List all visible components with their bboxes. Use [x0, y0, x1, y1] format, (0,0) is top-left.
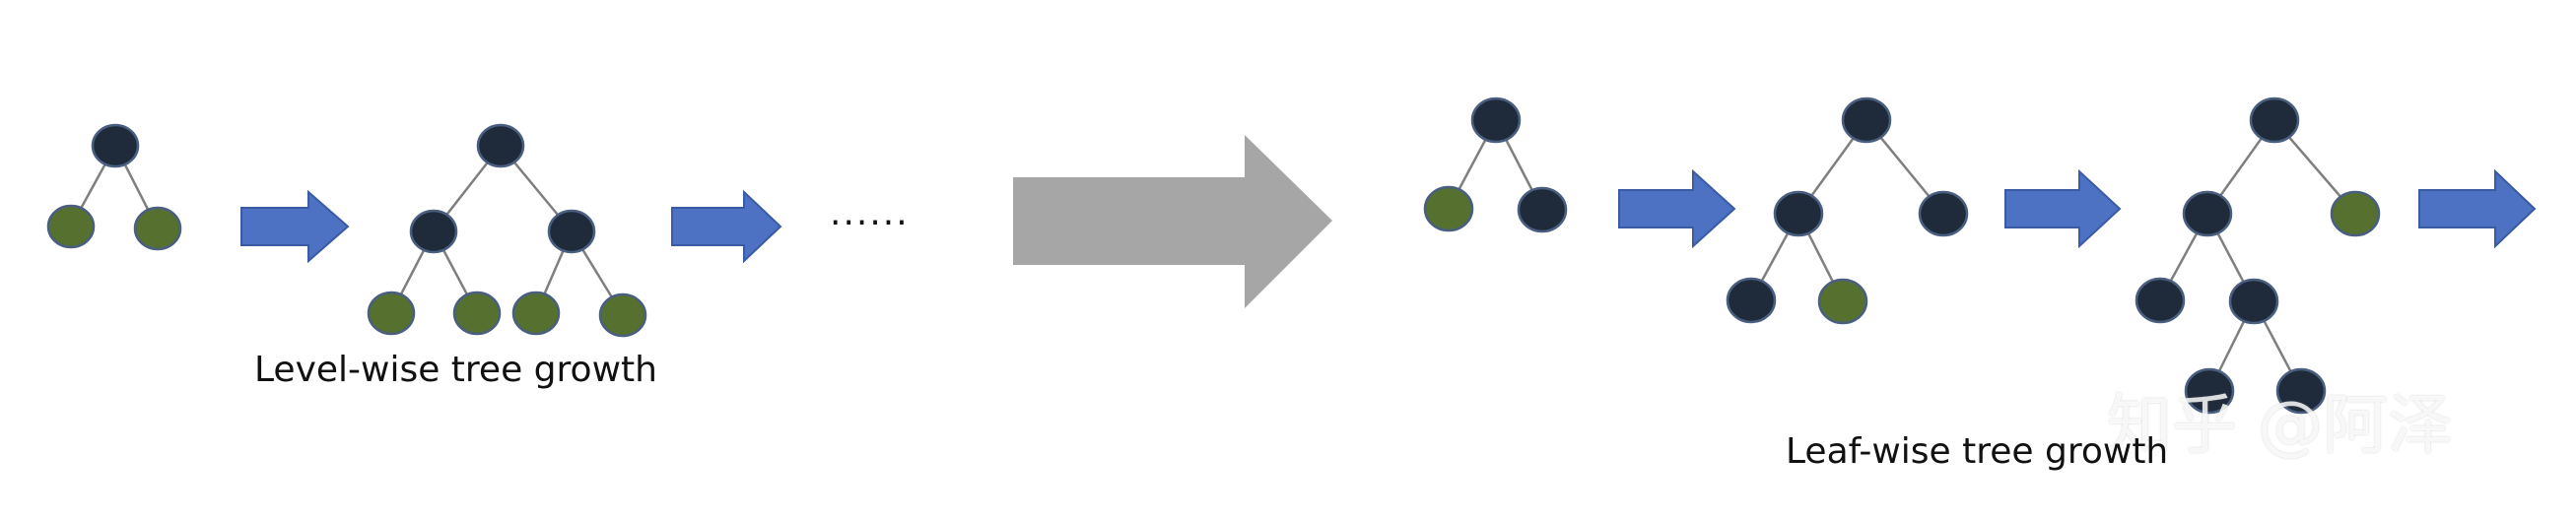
small-right-arrow: [2004, 168, 2122, 249]
leaf-wise-tree-3: [2135, 97, 2381, 415]
tree-node-dark: [409, 209, 458, 254]
tree-node-dark: [1841, 97, 1892, 144]
tree-node-dark: [2275, 367, 2327, 415]
small-right-arrow: [671, 189, 782, 264]
small-right-arrow: [240, 189, 350, 264]
tree-node-dark: [1773, 190, 1824, 237]
tree-node-dark: [476, 123, 525, 168]
zhihu-watermark: 知乎 @阿泽: [2107, 387, 2453, 463]
tree-node-dark: [2135, 277, 2186, 324]
level-wise-caption: Level-wise tree growth: [254, 350, 657, 390]
big-right-arrow: [1013, 135, 1332, 308]
tree-node-green: [1817, 278, 1868, 325]
level-wise-tree-2: [367, 123, 647, 338]
tree-node-green: [46, 204, 96, 249]
tree-node-dark: [1470, 97, 1522, 144]
tree-node-green: [133, 206, 182, 251]
small-right-arrow: [1618, 168, 1736, 249]
tree-node-dark: [547, 209, 596, 254]
tree-node-green: [598, 292, 647, 338]
tree-node-dark: [2228, 278, 2279, 325]
small-right-arrow: [2418, 168, 2537, 249]
tree-node-dark: [2184, 367, 2235, 415]
leaf-wise-caption: Leaf-wise tree growth: [1786, 431, 2169, 472]
tree-node-dark: [2182, 190, 2233, 237]
tree-node-dark: [1918, 190, 1969, 237]
tree-node-dark: [1517, 186, 1568, 233]
leaf-wise-tree-2: [1726, 97, 1969, 325]
tree-node-green: [511, 291, 561, 336]
tree-node-dark: [1726, 277, 1777, 324]
tree-node-green: [367, 291, 416, 336]
tree-node-green: [2330, 190, 2381, 237]
level-wise-tree-1: [46, 123, 182, 251]
tree-node-dark: [2249, 97, 2300, 144]
continuation-ellipsis: ......: [830, 193, 910, 233]
leaf-wise-tree-1: [1423, 97, 1568, 233]
tree-node-green: [1423, 185, 1474, 232]
tree-node-green: [452, 291, 502, 336]
tree-node-dark: [91, 123, 140, 168]
